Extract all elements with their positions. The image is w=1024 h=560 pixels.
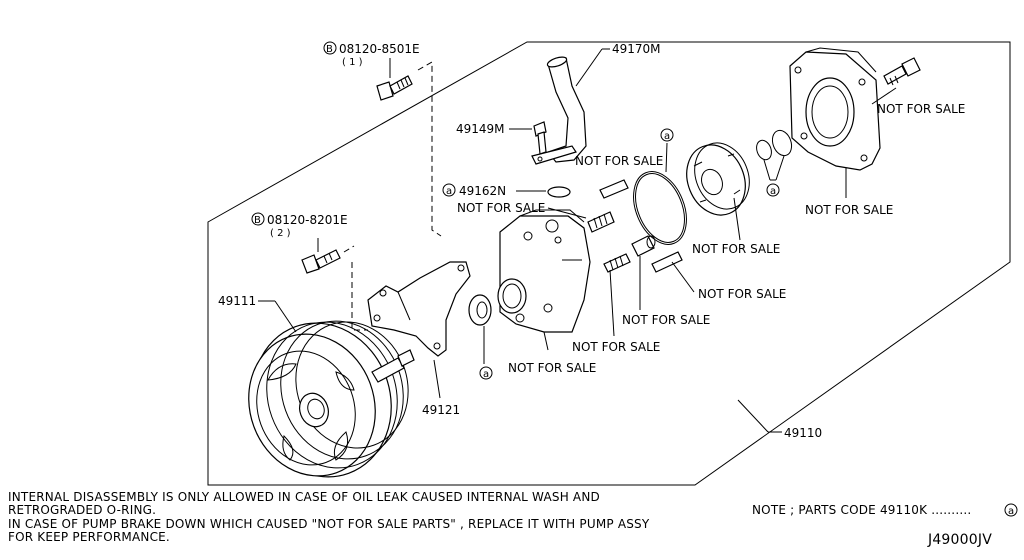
pump-body-drawing (497, 209, 591, 351)
part-49110-label: 49110 (784, 426, 822, 440)
nfs-cover-label: NOT FOR SALE (805, 203, 893, 217)
b-symbol-label-2: B (254, 215, 261, 226)
a-symbol-49162n: a (446, 186, 452, 197)
nfs-pin-callout[interactable]: NOT FOR SALE (698, 287, 786, 301)
bolt-08120-8201e-callout[interactable]: B 08120-8201E ( 2 ) (251, 212, 348, 252)
rotor-cam-ring-drawing (686, 142, 750, 241)
b-symbol-circle-2 (251, 212, 265, 226)
rear-cover-drawing (789, 47, 881, 198)
bolt-08120-8501e-code: 08120-8501E (339, 42, 420, 56)
a-symbol-note: a (1008, 506, 1014, 517)
nfs-spring-callout[interactable]: NOT FOR SALE (572, 340, 660, 354)
nfs-pump-body-label: NOT FOR SALE (508, 361, 596, 375)
nfs-top-pin-label: NOT FOR SALE (575, 154, 663, 168)
note-line-3: IN CASE OF PUMP BRAKE DOWN WHICH CAUSED … (8, 517, 650, 531)
bolt-49149m-callout[interactable]: 49149M (456, 122, 532, 136)
oring-49162n-callout[interactable]: a 49162N (442, 183, 546, 198)
control-valve-spring-drawing (587, 211, 615, 233)
flow-control-valve-drawing (631, 235, 656, 310)
part-49162n-label: 49162N (459, 184, 506, 198)
note-line-2: RETROGRADED O-RING. (8, 503, 157, 517)
oring-49162n-drawing (547, 186, 571, 198)
bolt-08120-8201e-drawing (301, 245, 368, 331)
oil-seal-drawing (468, 294, 492, 364)
bolt-08120-8501e-qty: ( 1 ) (342, 57, 363, 68)
note-line-4: FOR KEEP PERFORMANCE. (8, 530, 170, 544)
bracket-49121-drawing (367, 261, 471, 357)
nfs-valve-callout[interactable]: NOT FOR SALE (457, 201, 587, 219)
bracket-49121-callout[interactable]: 49121 (422, 359, 460, 417)
flow-control-spring-drawing (603, 253, 631, 337)
bolt-08120-8501e-callout[interactable]: B 08120-8501E ( 1 ) (323, 41, 420, 78)
b-symbol-circle (323, 41, 337, 55)
small-orings-callout-a[interactable]: a (766, 183, 780, 197)
small-orings-drawing (756, 129, 793, 181)
dowel-pin-mid-drawing (651, 251, 695, 293)
bolt-49149m-drawing (533, 121, 547, 155)
assembly-frame (207, 41, 1011, 486)
part-49170m-label: 49170M (612, 42, 661, 56)
parts-code-note: NOTE ; PARTS CODE 49110K .......... (752, 503, 972, 517)
bolt-08120-8501e-drawing (376, 61, 442, 237)
suction-pipe-49170m-callout[interactable]: 49170M (575, 42, 661, 87)
part-49111-label: 49111 (218, 294, 256, 308)
a-symbol-small: a (770, 186, 776, 197)
bolt-08120-8201e-qty: ( 2 ) (270, 228, 291, 239)
nfs-cover-callout[interactable]: NOT FOR SALE (805, 203, 893, 217)
nfs-valve-label: NOT FOR SALE (457, 201, 545, 215)
a-symbol-circle-note (1004, 503, 1018, 517)
a-symbol-circle-small (766, 183, 780, 197)
pulley-49111-callout[interactable]: 49111 (218, 294, 297, 333)
suction-pipe-49170m-drawing (531, 56, 587, 165)
nfs-rotor-callout[interactable]: NOT FOR SALE (692, 242, 780, 256)
part-49149m-label: 49149M (456, 122, 505, 136)
a-symbol-seal: a (483, 369, 489, 380)
a-symbol-circle-49162n (442, 183, 456, 197)
nfs-spring-label: NOT FOR SALE (572, 340, 660, 354)
bolt-08120-8201e-code: 08120-8201E (267, 213, 348, 227)
pump-assy-49110-callout[interactable]: 49110 (737, 399, 822, 440)
part-49121-label: 49121 (422, 403, 460, 417)
nfs-valve-sleeve-label: NOT FOR SALE (622, 313, 710, 327)
pulley-49111-drawing (248, 320, 415, 478)
parts-code-note-symbol: a (1004, 503, 1018, 517)
nfs-valve-sleeve-callout[interactable]: NOT FOR SALE (622, 313, 710, 327)
a-symbol-circle-seal (479, 366, 493, 380)
nfs-rotor-label: NOT FOR SALE (692, 242, 780, 256)
pump-body-callout[interactable]: NOT FOR SALE (508, 361, 596, 375)
oil-seal-callout-a[interactable]: a (479, 366, 493, 380)
rear-bolt-drawing (871, 57, 921, 105)
nfs-bolt-callout[interactable]: NOT FOR SALE (877, 102, 965, 116)
note-line-1: INTERNAL DISASSEMBLY IS ONLY ALLOWED IN … (8, 490, 600, 504)
large-oring-drawing (633, 142, 687, 245)
nfs-pin-label: NOT FOR SALE (698, 287, 786, 301)
nfs-bolt-label: NOT FOR SALE (877, 102, 965, 116)
nfs-top-pin-callout[interactable]: NOT FOR SALE (575, 154, 663, 168)
dowel-pin-top-drawing (599, 179, 629, 199)
a-symbol-circle-oring (660, 128, 674, 142)
diagram-id: J49000JV (928, 532, 992, 548)
large-oring-callout-a[interactable]: a (660, 128, 674, 142)
b-symbol-label: B (326, 44, 333, 55)
a-symbol-oring: a (664, 131, 670, 142)
